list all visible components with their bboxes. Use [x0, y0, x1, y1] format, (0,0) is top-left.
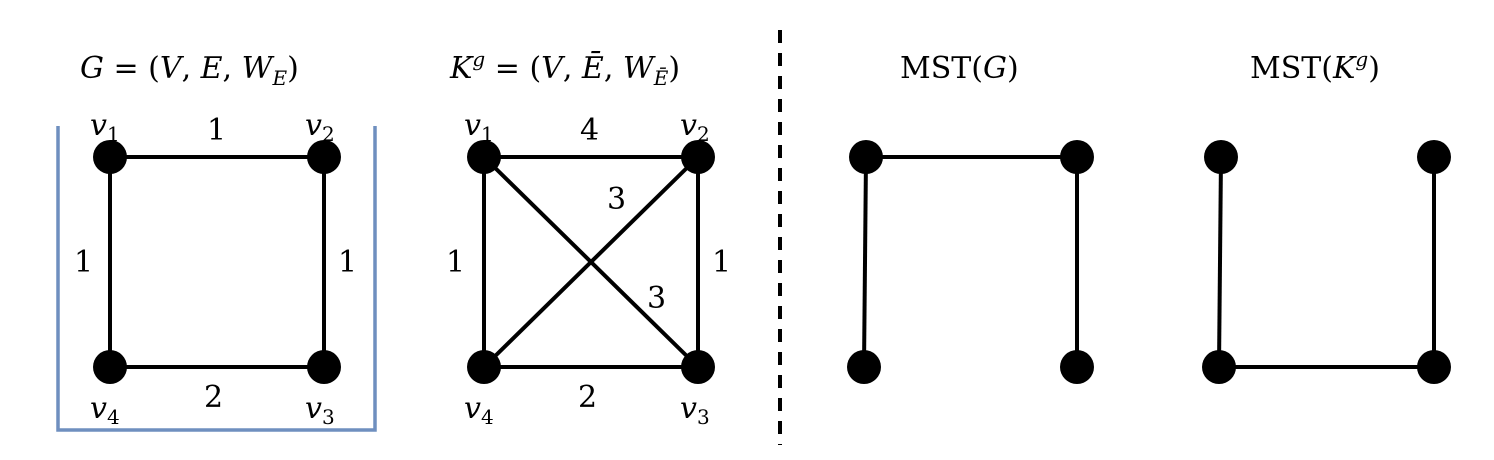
- edge-v4-v1: [1217, 156, 1223, 368]
- node-v3: [1417, 350, 1451, 384]
- node-v1: [93, 140, 127, 174]
- label-v2: v2: [680, 108, 710, 146]
- label-v3: v3: [680, 391, 710, 429]
- weight-v3-v4: 2: [204, 380, 223, 415]
- graph-mst-g-nodes: [847, 140, 1094, 384]
- node-v2: [681, 140, 715, 174]
- title-mst-kg: MST(Kg): [1250, 47, 1380, 86]
- weight-v4-v1: 1: [74, 245, 93, 280]
- graph-mst-g: [862, 155, 1079, 368]
- label-v1: v1: [90, 108, 120, 146]
- node-v3: [1060, 350, 1094, 384]
- node-v3: [681, 350, 715, 384]
- graph-g: [108, 155, 326, 369]
- weight-v2-v4: 3: [607, 182, 626, 217]
- title-g: G = (V, E, WE): [80, 51, 299, 90]
- svg-text:G = (V, E, WE): G = (V, E, WE): [80, 51, 299, 90]
- node-v4: [467, 350, 501, 384]
- weight-v1-v2: 4: [580, 113, 599, 148]
- node-v4: [1202, 350, 1236, 384]
- label-v1: v1: [464, 108, 494, 146]
- graph-g-nodes: [93, 140, 341, 384]
- edge-v4-v1: [862, 156, 868, 368]
- graph-kg-nodes: [467, 140, 715, 384]
- graph-mst-kg-nodes: [1202, 140, 1451, 384]
- graph-kg-labels: v1 v2 v3 v4 4 1 2 1 3 3: [446, 108, 731, 429]
- node-v1: [1204, 140, 1238, 174]
- node-v4: [93, 350, 127, 384]
- weight-v2-v3: 1: [338, 245, 357, 280]
- weight-v2-v3: 1: [712, 245, 731, 280]
- node-v2: [307, 140, 341, 174]
- graph-g-labels: v1 v2 v3 v4 1 1 2 1: [74, 108, 357, 429]
- graph-kg: [482, 155, 700, 369]
- highlight-bracket: [56, 126, 377, 432]
- svg-text:MST(Kg): MST(Kg): [1250, 47, 1380, 86]
- weight-v1-v3: 3: [647, 281, 666, 316]
- label-v3: v3: [305, 391, 335, 429]
- title-kg: Kg = (V, Ē, WĒ): [449, 47, 680, 90]
- label-v2: v2: [305, 108, 335, 146]
- node-v3: [307, 350, 341, 384]
- label-v4: v4: [90, 391, 120, 429]
- label-v4: v4: [464, 391, 494, 429]
- node-v1: [467, 140, 501, 174]
- svg-text:Kg = (V, Ē, WĒ): Kg = (V, Ē, WĒ): [449, 47, 680, 90]
- node-v2: [1417, 140, 1451, 174]
- weight-v3-v4: 2: [578, 380, 597, 415]
- edge-v1-v3: [482, 155, 700, 369]
- node-v2: [1060, 140, 1094, 174]
- node-v1: [849, 140, 883, 174]
- weight-v4-v1: 1: [446, 245, 465, 280]
- graph-mst-kg: [1217, 156, 1436, 369]
- title-mst-g: MST(G): [900, 51, 1019, 86]
- weight-v1-v2: 1: [207, 113, 226, 148]
- node-v4: [847, 350, 881, 384]
- svg-text:MST(G): MST(G): [900, 51, 1019, 86]
